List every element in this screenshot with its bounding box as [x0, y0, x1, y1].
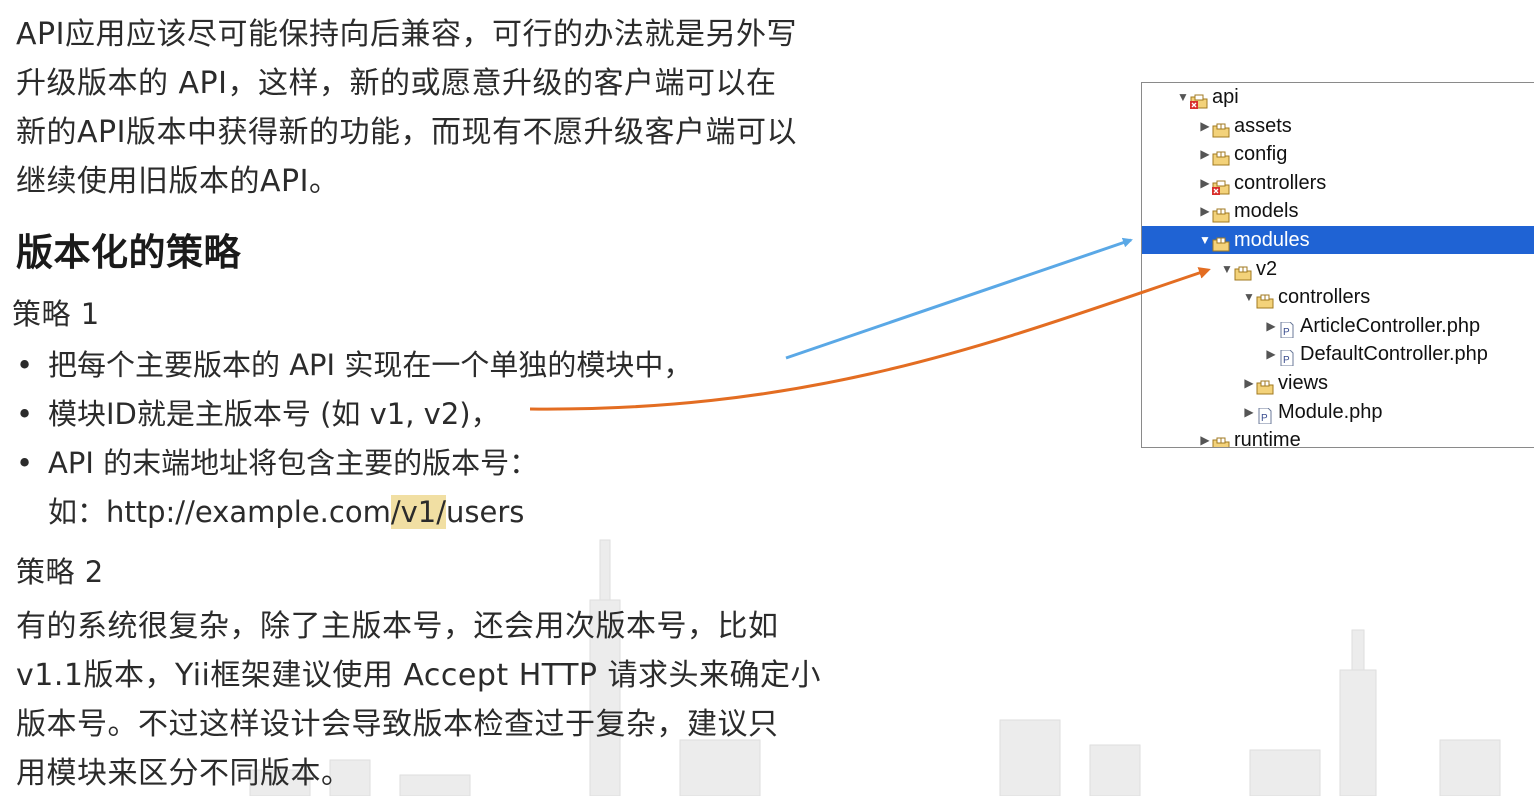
- package-folder-icon: [1212, 118, 1230, 138]
- tree-item-label: controllers: [1234, 171, 1327, 194]
- tree-item-runtime[interactable]: ▶ runtime: [1142, 426, 1534, 448]
- strategy-2-line-3: 版本号。不过这样设计会导致版本检查过于复杂，建议只: [16, 707, 779, 742]
- version-highlight: /v1/: [390, 495, 446, 529]
- collapse-right-icon[interactable]: ▶: [1200, 433, 1210, 448]
- tree-item-label: api: [1212, 86, 1239, 108]
- tree-item-modules[interactable]: ▼ modules: [1142, 226, 1534, 254]
- tree-item-label: controllers: [1278, 286, 1371, 309]
- svg-text:P: P: [1261, 413, 1268, 424]
- collapse-right-icon[interactable]: ▶: [1200, 204, 1210, 219]
- tree-item-articlecontroller-php[interactable]: ▶ P ArticleController.php: [1142, 312, 1534, 340]
- package-folder-icon: [1212, 203, 1230, 223]
- bullet-item-1: • 把每个主要版本的 API 实现在一个单独的模块中，: [16, 342, 692, 384]
- bullet-dot: •: [16, 446, 34, 480]
- tree-item-module-php[interactable]: ▶ P Module.php: [1142, 398, 1534, 426]
- expand-down-icon[interactable]: ▼: [1243, 290, 1255, 305]
- tree-item-label: ArticleController.php: [1300, 314, 1481, 337]
- package-folder-icon: [1256, 375, 1274, 395]
- expand-down-icon[interactable]: ▼: [1221, 261, 1233, 276]
- tree-item-label: Module.php: [1278, 400, 1383, 423]
- collapse-right-icon[interactable]: ▶: [1244, 404, 1254, 419]
- tree-item-assets[interactable]: ▶ assets: [1142, 112, 1534, 140]
- tree-item-label: config: [1234, 143, 1288, 166]
- intro-line-4: 继续使用旧版本的API。: [16, 164, 340, 199]
- package-error-icon: [1190, 89, 1208, 109]
- package-folder-icon: [1212, 432, 1230, 447]
- svg-text:P: P: [1283, 327, 1290, 338]
- svg-text:P: P: [1283, 355, 1290, 366]
- bullet-item-2: • 模块ID就是主版本号 (如 v1, v2)，: [16, 391, 500, 433]
- bullet-text: 把每个主要版本的 API 实现在一个单独的模块中，: [48, 348, 693, 382]
- bullet-text: API 的末端地址将包含主要的版本号：: [48, 446, 539, 480]
- expand-down-icon[interactable]: ▼: [1199, 233, 1211, 247]
- collapse-right-icon[interactable]: ▶: [1266, 318, 1276, 333]
- tree-item-label: models: [1234, 200, 1299, 223]
- tree-item-label: modules: [1234, 229, 1310, 251]
- project-tree: ▼api▶assets▶config▶controllers▶models▼mo…: [1141, 82, 1534, 448]
- collapse-right-icon[interactable]: ▶: [1244, 376, 1254, 390]
- package-folder-icon: [1234, 261, 1252, 281]
- collapse-right-icon[interactable]: ▶: [1200, 147, 1210, 162]
- php-file-icon: P: [1256, 404, 1274, 425]
- collapse-right-icon[interactable]: ▶: [1200, 175, 1210, 190]
- package-folder-icon: [1256, 289, 1274, 309]
- strategy-2-line-4: 用模块来区分不同版本。: [16, 756, 352, 791]
- tree-item-api[interactable]: ▼ api: [1142, 83, 1534, 111]
- bullet-text: 模块ID就是主版本号 (如 v1, v2)，: [48, 397, 500, 431]
- package-folder-icon: [1212, 232, 1230, 252]
- expand-down-icon[interactable]: ▼: [1177, 90, 1189, 104]
- section-heading: 版本化的策略: [16, 231, 241, 274]
- example-url-prefix: 如：http://example.com: [48, 495, 391, 529]
- php-file-icon: P: [1278, 318, 1296, 339]
- tree-item-label: assets: [1234, 114, 1292, 137]
- tree-item-label: runtime: [1234, 429, 1301, 448]
- package-folder-icon: [1212, 146, 1230, 166]
- intro-line-1: API应用应该尽可能保持向后兼容，可行的办法就是另外写: [16, 17, 797, 52]
- tree-item-views[interactable]: ▶ views: [1142, 369, 1534, 397]
- bullet-dot: •: [16, 348, 34, 382]
- strategy-2-title: 策略 2: [16, 555, 104, 589]
- collapse-right-icon[interactable]: ▶: [1266, 347, 1276, 362]
- tree-item-controllers[interactable]: ▼ controllers: [1142, 283, 1534, 311]
- tree-item-models[interactable]: ▶ models: [1142, 197, 1534, 225]
- tree-item-config[interactable]: ▶ config: [1142, 140, 1534, 168]
- collapse-right-icon[interactable]: ▶: [1200, 118, 1210, 133]
- strategy-2-line-1: 有的系统很复杂，除了主版本号，还会用次版本号，比如: [16, 609, 779, 644]
- tree-item-v2[interactable]: ▼ v2: [1142, 255, 1534, 283]
- tree-item-controllers[interactable]: ▶ controllers: [1142, 169, 1534, 197]
- strategy-2-line-2: v1.1版本，Yii框架建议使用 Accept HTTP 请求头来确定小: [16, 658, 822, 693]
- package-error-icon: [1212, 175, 1230, 195]
- example-url: 如：http://example.com/v1/users: [48, 489, 524, 531]
- intro-line-3: 新的API版本中获得新的功能，而现有不愿升级客户端可以: [16, 115, 797, 150]
- strategy-1-title: 策略 1: [12, 297, 100, 331]
- php-file-icon: P: [1278, 346, 1296, 367]
- bullet-dot: •: [16, 397, 34, 431]
- intro-line-2: 升级版本的 API，这样，新的或愿意升级的客户端可以在: [16, 66, 777, 101]
- tree-item-defaultcontroller-php[interactable]: ▶ P DefaultController.php: [1142, 340, 1534, 368]
- tree-item-label: v2: [1256, 257, 1278, 280]
- tree-item-label: views: [1278, 372, 1329, 394]
- bullet-item-3: • API 的末端地址将包含主要的版本号：: [16, 440, 538, 482]
- tree-item-label: DefaultController.php: [1300, 343, 1488, 366]
- example-url-suffix: users: [445, 495, 525, 529]
